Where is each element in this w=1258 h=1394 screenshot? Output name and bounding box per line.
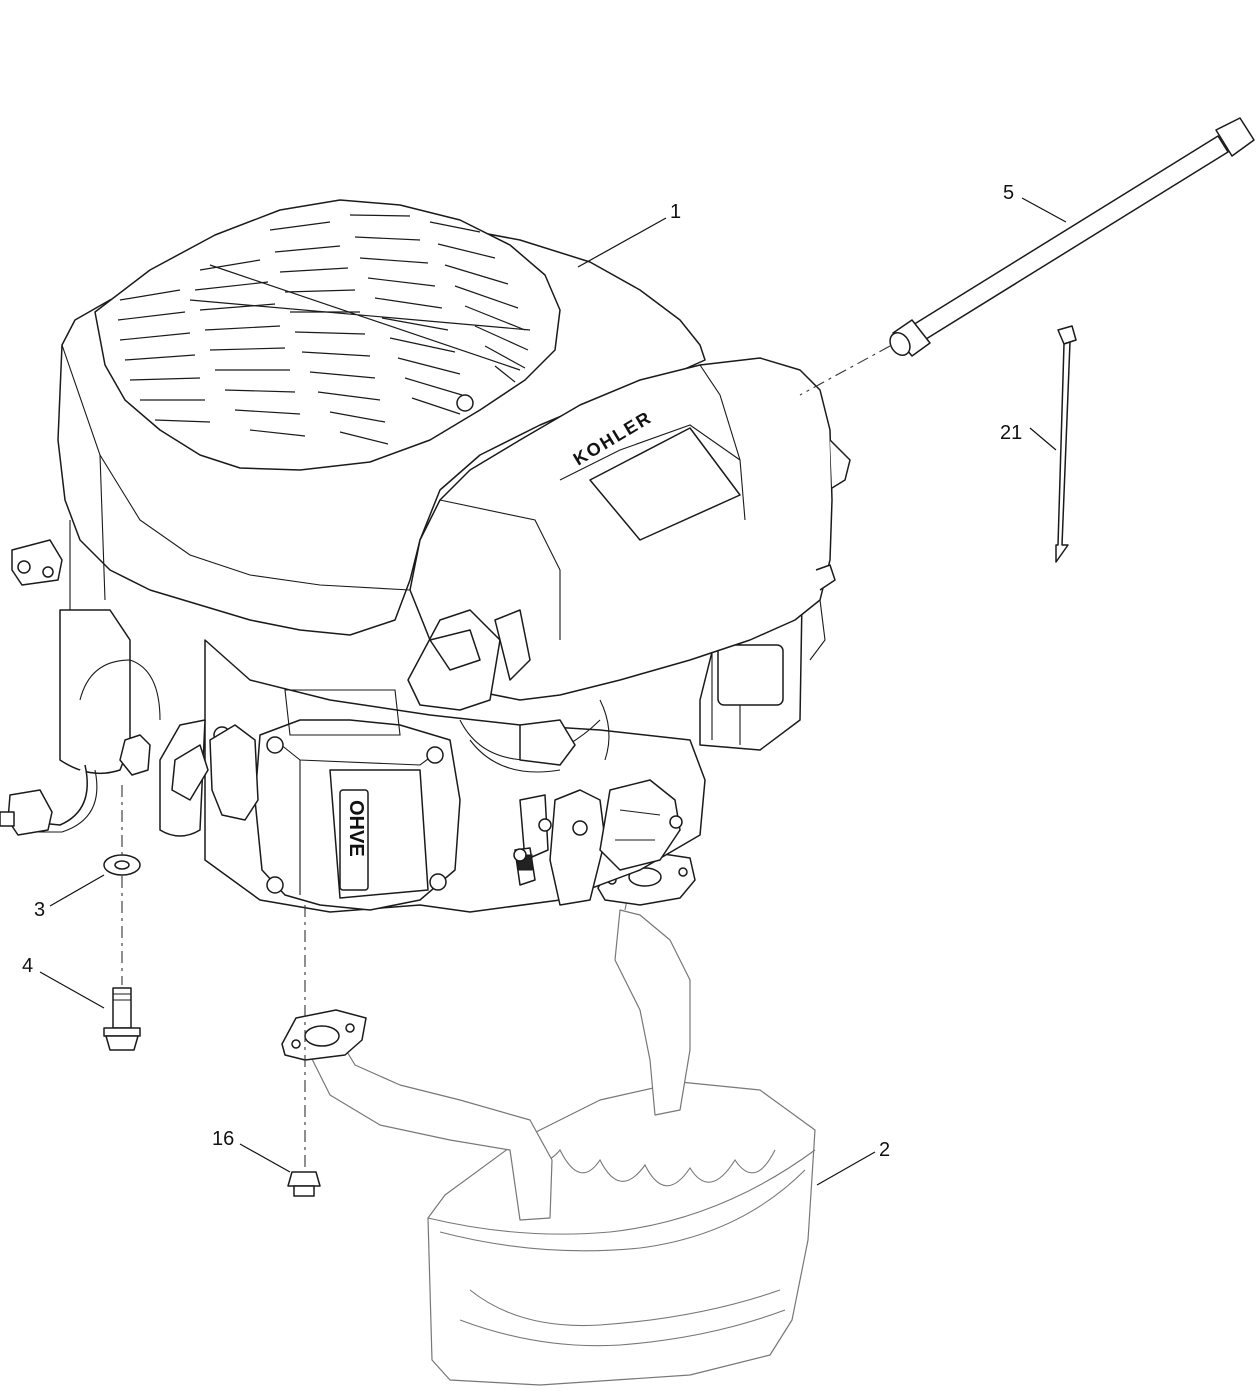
callout-4: 4	[22, 955, 105, 1009]
cooling-grille	[117, 214, 531, 445]
callout-label-21: 21	[1000, 422, 1022, 444]
flange-nut	[287, 1171, 321, 1197]
bolt	[103, 987, 141, 1051]
muffler	[304, 867, 816, 1386]
callout-label-4: 4	[22, 955, 33, 977]
washer	[103, 854, 141, 876]
callout-label-2: 2	[879, 1139, 890, 1161]
callout-21: 21	[1000, 422, 1057, 451]
callout-2: 2	[816, 1139, 890, 1186]
callout-label-3: 3	[34, 899, 45, 921]
callout-label-5: 5	[1003, 182, 1014, 204]
callout-16: 16	[212, 1128, 291, 1173]
engine: OHVE	[0, 199, 851, 913]
valve-cover-text: OHVE	[345, 800, 367, 857]
oil-drain-tube	[889, 117, 1255, 357]
cable-tie	[1055, 325, 1077, 563]
callout-1: 1	[577, 201, 681, 268]
callout-label-16: 16	[212, 1128, 234, 1150]
callout-5: 5	[1003, 182, 1067, 223]
callout-3: 3	[34, 874, 105, 921]
callout-label-1: 1	[670, 201, 681, 223]
valve-cover-emblem: OHVE	[339, 789, 369, 891]
exhaust-flange-lower	[281, 1009, 367, 1061]
